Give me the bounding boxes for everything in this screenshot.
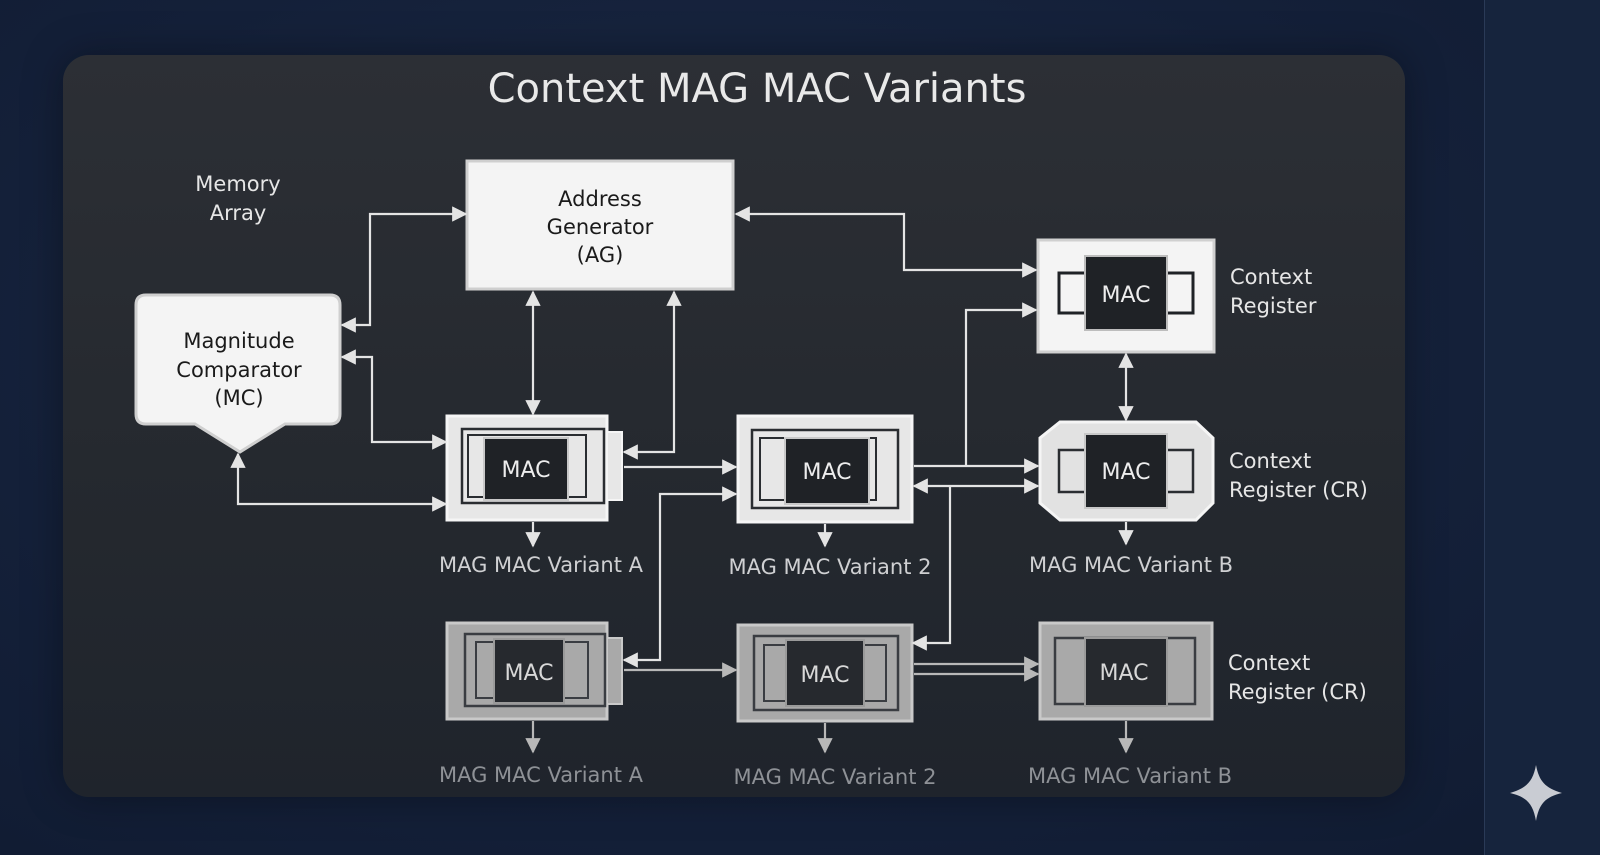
sparkle-icon bbox=[1510, 765, 1562, 821]
connection-wires bbox=[230, 206, 1134, 668]
caption-row1-variant-b: MAG MAC Variant B bbox=[1029, 553, 1233, 577]
mac-label: MAC bbox=[504, 661, 553, 686]
ag-label-line3: (AG) bbox=[577, 243, 624, 267]
mc-label-line2: Comparator bbox=[176, 358, 302, 382]
mac-label: MAC bbox=[800, 663, 849, 688]
diagram-title: Context MAG MAC Variants bbox=[488, 66, 1027, 112]
mac-variant-b-row1: MAC bbox=[1038, 420, 1215, 522]
mc-label-line3: (MC) bbox=[214, 386, 263, 410]
caption-row1-variant-a: MAG MAC Variant A bbox=[439, 553, 644, 577]
caption-row2-variant-b: MAG MAC Variant B bbox=[1028, 764, 1232, 788]
mac-label: MAC bbox=[1101, 460, 1150, 485]
mac-label: MAC bbox=[1101, 283, 1150, 308]
caption-row2-variant-a: MAG MAC Variant A bbox=[439, 763, 644, 787]
context-register-bot-line1: Context bbox=[1228, 651, 1310, 675]
mc-label-line1: Magnitude bbox=[183, 329, 294, 353]
ag-label-line1: Address bbox=[558, 187, 642, 211]
mac-label: MAC bbox=[1099, 661, 1148, 686]
context-register-top-line2: Register bbox=[1230, 294, 1317, 318]
context-register-top-block: MAC bbox=[1036, 238, 1216, 354]
mac-variant-a-row1: MAC bbox=[445, 414, 623, 522]
right-rail bbox=[1484, 0, 1600, 855]
context-register-bot-line2: Register (CR) bbox=[1228, 680, 1367, 704]
connection-wires-row2 bbox=[525, 656, 1134, 754]
context-register-mid-line2: Register (CR) bbox=[1229, 478, 1368, 502]
mac-variant-2-row1: MAC bbox=[736, 414, 914, 524]
mac-variant-b-row2: MAC bbox=[1038, 621, 1214, 721]
ag-label-line2: Generator bbox=[547, 215, 654, 239]
mac-label: MAC bbox=[802, 460, 851, 485]
context-register-top-line1: Context bbox=[1230, 265, 1312, 289]
caption-row1-variant-2: MAG MAC Variant 2 bbox=[728, 555, 931, 579]
context-register-mid-line1: Context bbox=[1229, 449, 1311, 473]
mac-variant-2-row2: MAC bbox=[736, 623, 914, 723]
address-generator-block: Address Generator (AG) bbox=[465, 159, 735, 291]
mac-label: MAC bbox=[501, 458, 550, 483]
memory-array-label-line1: Memory bbox=[195, 172, 280, 196]
caption-row2-variant-2: MAG MAC Variant 2 bbox=[733, 765, 936, 789]
mac-variant-a-row2: MAC bbox=[445, 621, 623, 721]
magnitude-comparator-block: Magnitude Comparator (MC) bbox=[134, 293, 342, 454]
memory-array-label-line2: Array bbox=[210, 201, 267, 225]
